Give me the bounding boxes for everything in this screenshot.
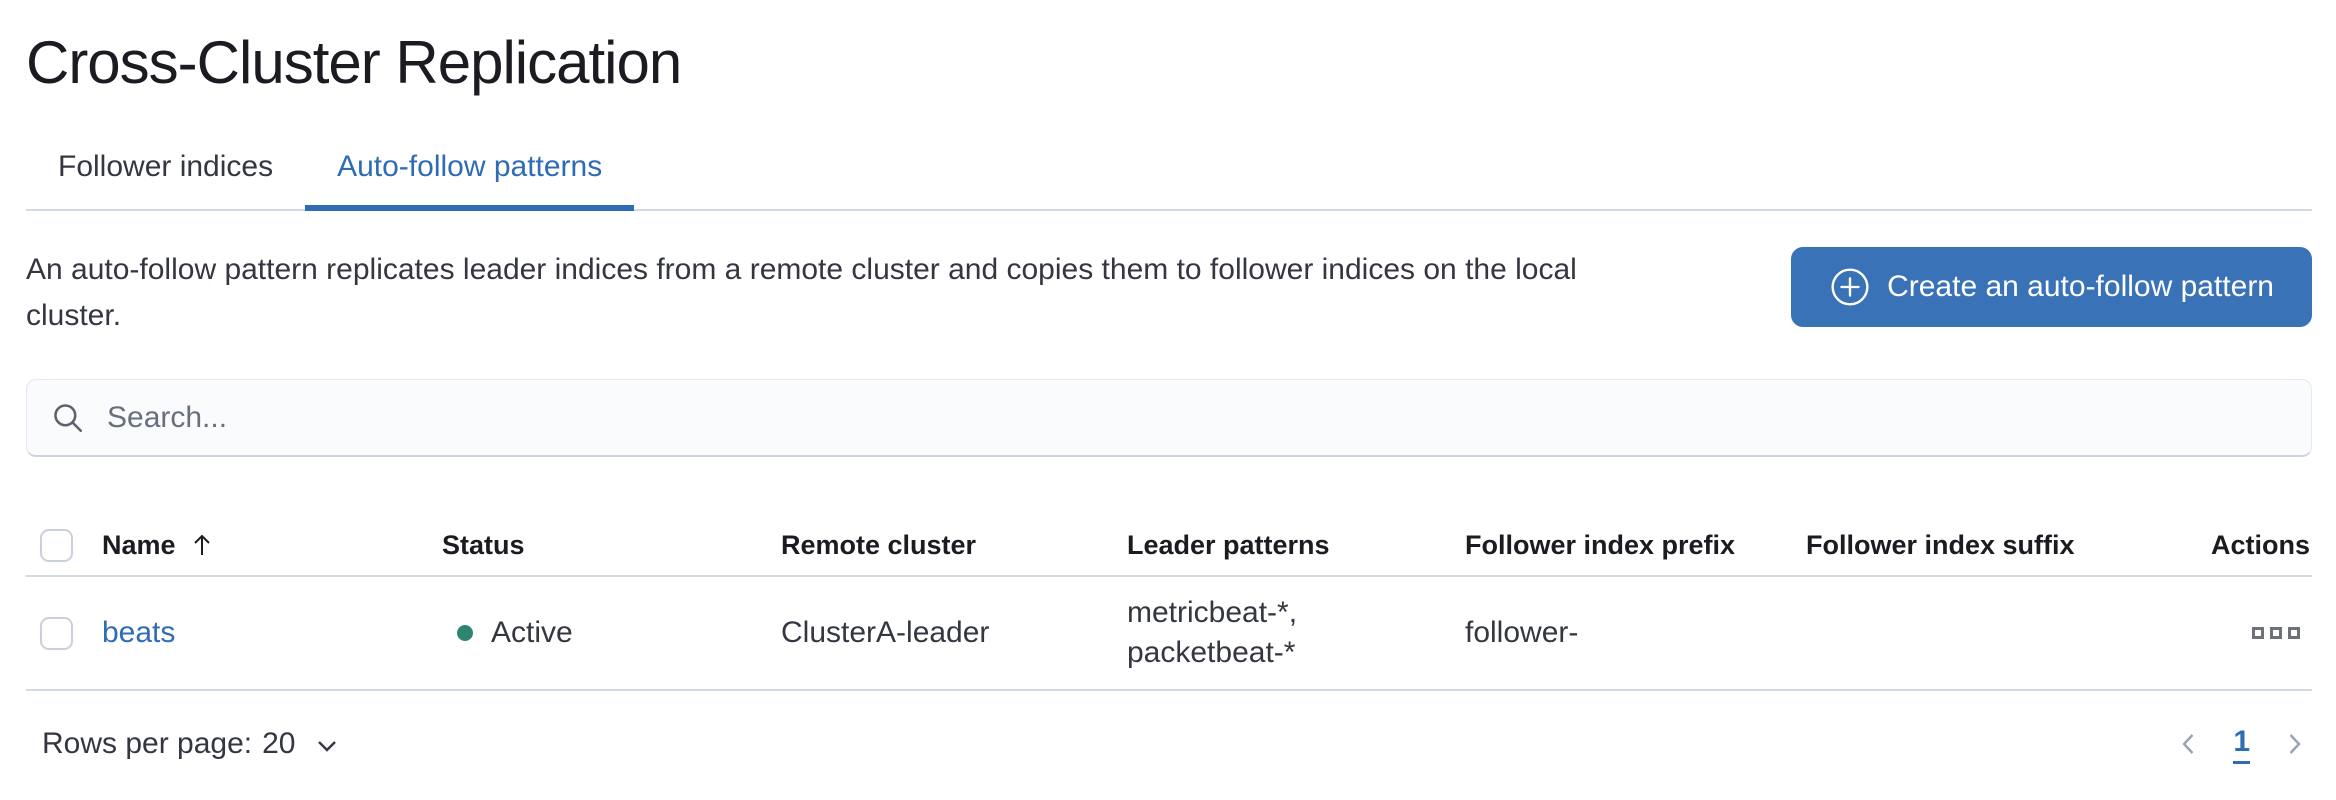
pattern-name-link[interactable]: beats xyxy=(102,616,176,650)
search-input[interactable] xyxy=(105,399,2287,436)
rows-per-page-label: Rows per page: xyxy=(42,727,253,761)
cell-leader-patterns: metricbeat-*, packetbeat-* xyxy=(1127,593,1465,673)
cell-follower-index-prefix: follower- xyxy=(1465,616,1579,650)
pagination: 1 xyxy=(2175,725,2312,764)
page-title: Cross-Cluster Replication xyxy=(26,29,682,96)
intro-section: An auto-follow pattern replicates leader… xyxy=(26,247,2312,339)
cell-remote-cluster: ClusterA-leader xyxy=(781,616,990,650)
search-bar xyxy=(26,379,2312,458)
plus-in-circle-icon xyxy=(1829,266,1871,308)
table-row: beats Active ClusterA-leader metricbeat-… xyxy=(26,577,2312,692)
cross-cluster-replication-page: Cross-Cluster Replication Follower indic… xyxy=(26,29,2312,764)
leader-pattern-line: packetbeat-* xyxy=(1127,636,1296,670)
create-auto-follow-pattern-button[interactable]: Create an auto-follow pattern xyxy=(1791,247,2312,328)
column-header-status[interactable]: Status xyxy=(442,529,525,560)
status-active-dot xyxy=(457,625,473,642)
row-checkbox-cell xyxy=(26,616,102,650)
cell-name: beats xyxy=(102,616,442,650)
column-header-remote-cluster[interactable]: Remote cluster xyxy=(781,529,977,560)
rows-per-page-value: 20 xyxy=(262,727,296,761)
cell-status: Active xyxy=(442,616,781,650)
search-icon xyxy=(51,401,85,435)
auto-follow-patterns-table: Name Status Remote cluster Leader patter… xyxy=(26,515,2312,692)
status-label: Active xyxy=(491,616,573,650)
column-header-follower-index-suffix[interactable]: Follower index suffix xyxy=(1806,529,2075,560)
cell-actions xyxy=(2146,627,2312,640)
rows-per-page-selector[interactable]: Rows per page: 20 xyxy=(42,727,340,761)
boxes-horizontal-icon[interactable] xyxy=(2252,627,2300,640)
header-checkbox-cell xyxy=(26,528,102,562)
page-description: An auto-follow pattern replicates leader… xyxy=(26,253,1577,333)
column-header-follower-index-prefix[interactable]: Follower index prefix xyxy=(1465,529,1736,560)
column-header-name[interactable]: Name xyxy=(102,530,442,561)
chevron-left-icon[interactable] xyxy=(2175,730,2203,758)
table-header-row: Name Status Remote cluster Leader patter… xyxy=(26,515,2312,578)
create-button-label: Create an auto-follow pattern xyxy=(1887,270,2274,304)
tab-auto-follow-patterns[interactable]: Auto-follow patterns xyxy=(305,149,635,212)
chevron-down-icon xyxy=(314,733,340,759)
tab-bar: Follower indices Auto-follow patterns xyxy=(26,149,2312,212)
pagination-page-1[interactable]: 1 xyxy=(2233,725,2250,764)
column-header-actions: Actions xyxy=(2210,529,2310,560)
table-footer: Rows per page: 20 1 xyxy=(26,725,2312,764)
chevron-right-icon[interactable] xyxy=(2280,730,2308,758)
tab-follower-indices[interactable]: Follower indices xyxy=(58,150,274,184)
leader-pattern-line: metricbeat-*, xyxy=(1127,596,1298,630)
select-all-checkbox[interactable] xyxy=(40,528,73,562)
row-checkbox[interactable] xyxy=(40,616,73,650)
column-header-leader-patterns[interactable]: Leader patterns xyxy=(1127,529,1330,560)
sort-ascending-arrow-icon xyxy=(188,531,216,559)
